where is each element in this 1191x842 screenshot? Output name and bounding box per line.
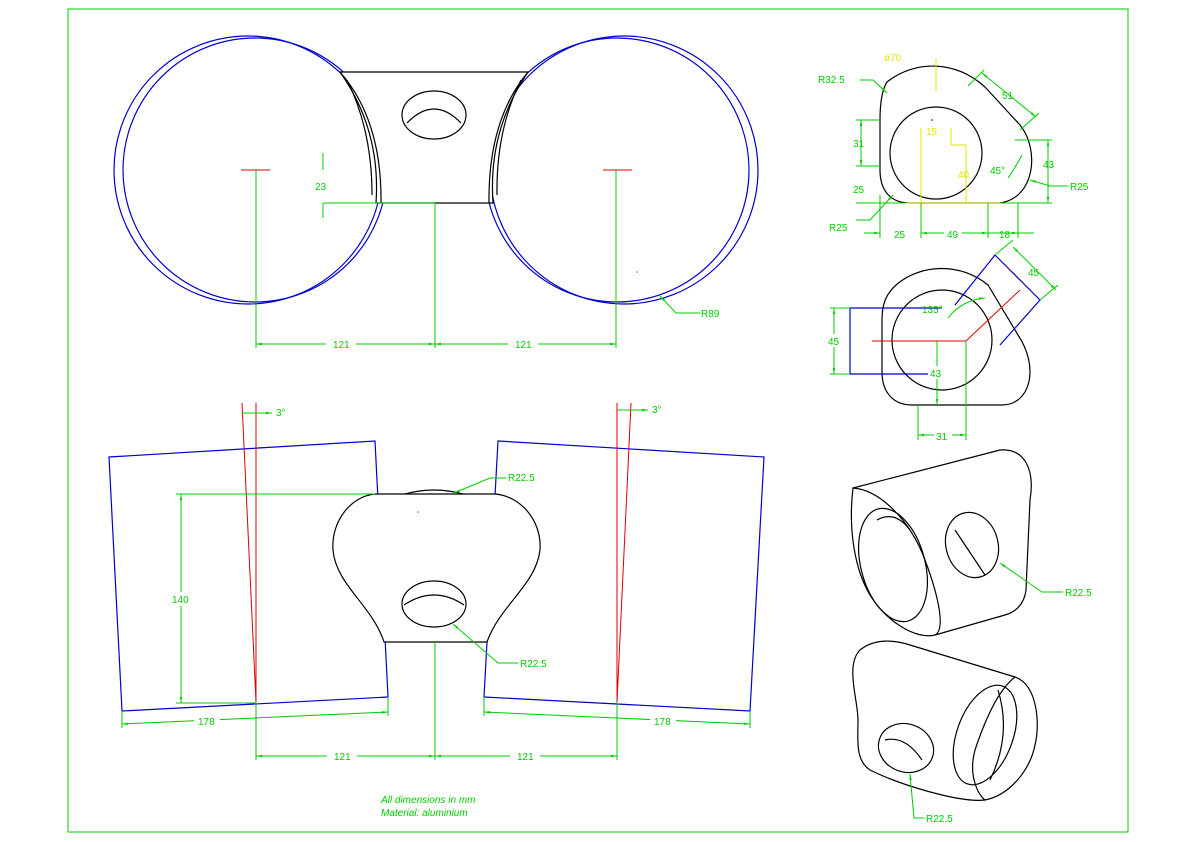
connector-left-saddle [339, 71, 382, 204]
dim-r225-iso-lower: R22.5 [926, 814, 953, 825]
ext-line [1019, 112, 1040, 131]
dim-31-v2: 31 [936, 432, 948, 443]
leader-r89 [659, 295, 700, 314]
iso-upper-outline [850, 449, 1032, 637]
connector-right-saddle [488, 71, 529, 204]
side-profile-outline [879, 65, 1033, 204]
dim-dia70: ø70 [884, 53, 902, 64]
side2-bore [891, 289, 993, 391]
dim-line [1012, 246, 1057, 291]
dim-121-front-left: 121 [334, 752, 351, 763]
leader-r225-bottom [452, 623, 518, 664]
bolt-hole-front [401, 580, 467, 628]
center-dot [636, 271, 638, 273]
angle-arc [1007, 154, 1023, 179]
dim-31: 31 [853, 139, 865, 150]
dim-121-front-right: 121 [517, 752, 534, 763]
ext-line [967, 69, 985, 87]
leader-r225-iso-lower [909, 773, 924, 819]
dim-178-right: 178 [654, 717, 671, 728]
dim-135deg: 135° [922, 305, 943, 316]
dim-40: 40 [958, 170, 970, 181]
dim-45deg: 45° [990, 166, 1005, 177]
side2-profile-outline [881, 267, 1031, 406]
centerline-left-tilted [241, 402, 257, 703]
bolt-hole-front-inner [403, 594, 465, 606]
ext-line [1039, 284, 1059, 301]
dim-line [981, 72, 1037, 118]
bolt-hole-top [401, 90, 467, 140]
iso-lower-hole-front [877, 722, 935, 774]
dim-r225-bottom: R22.5 [520, 659, 547, 670]
leader-r25-left [856, 194, 894, 221]
dim-25-horiz: 25 [894, 230, 906, 241]
centerline-right-tilted [616, 402, 632, 703]
iso-view-upper: R22.5 [850, 449, 1092, 637]
leader-r25-right [1029, 179, 1068, 187]
iso-lower-hole-side-inner [989, 689, 1005, 781]
bolt-hole-top-inner [406, 108, 462, 124]
note-material: Material: aluminium [381, 808, 468, 819]
iso-view-lower: R22.5 [852, 640, 1038, 825]
iso-upper-hole-side-inner [876, 516, 911, 531]
iso-upper-face [852, 487, 941, 636]
side-center-dot [931, 119, 933, 121]
dim-45-left: 45 [828, 337, 840, 348]
dim-3deg-right: 3° [652, 405, 662, 416]
leader-r225-top [453, 477, 506, 494]
iso-lower-outline [852, 640, 1038, 801]
iso-upper-hole-top [944, 511, 1000, 579]
side-bore [889, 106, 983, 200]
iso-lower-hole-front-inner [884, 738, 923, 761]
dim-25-vert: 25 [853, 185, 865, 196]
iso-lower-face [972, 676, 1016, 801]
side-view-angles: 45 135° 45 43 31 [826, 239, 1059, 443]
dim-178-left: 178 [198, 717, 215, 728]
dim-r25-left: R25 [829, 223, 848, 234]
dim-r225-iso-upper: R22.5 [1065, 588, 1092, 599]
dim-23: 23 [315, 182, 327, 193]
dim-121-top-right: 121 [515, 340, 532, 351]
dim-140: 140 [172, 595, 189, 606]
dim-15: 15 [926, 127, 938, 138]
dim-r225-top: R22.5 [508, 473, 535, 484]
front-view: 3° 3° R22.5 R22.5 140 178 178 121 [108, 402, 765, 763]
dim-51: 51 [1002, 91, 1014, 102]
dim-45-top: 45 [1028, 268, 1040, 279]
dim-r25-right: R25 [1070, 182, 1089, 193]
dim-49: 49 [947, 230, 959, 241]
dim-43-v2: 43 [930, 369, 942, 380]
note-dimensions: All dimensions in mm [380, 795, 475, 806]
dim-r325: R32.5 [818, 75, 845, 86]
top-view: 121 121 23 R89 [113, 35, 759, 351]
tube-left-outline [849, 307, 942, 375]
centerline-angled [965, 289, 1021, 342]
connector-top-outline [338, 71, 530, 204]
iso-upper-hole-side [858, 507, 928, 623]
dim-43-side: 43 [1043, 160, 1055, 171]
drawing-border [67, 8, 1129, 833]
ext-line [994, 239, 1014, 256]
dim-18: 18 [999, 230, 1011, 241]
iso-lower-hole-side [952, 684, 1018, 786]
dim-line [121, 711, 389, 725]
dim-3deg-left: 3° [276, 408, 286, 419]
dim-121-top-left: 121 [333, 340, 350, 351]
dim-r89: R89 [701, 309, 720, 320]
leader-r325 [860, 79, 888, 94]
connector-front-outline [332, 493, 541, 643]
angle-arc-135 [947, 297, 986, 319]
leader-r225-iso-upper [999, 562, 1063, 593]
side-view-dimensioned: ø70 15 40 R32.5 51 31 43 45° R25 25 R25 [818, 53, 1089, 241]
iso-upper-hole-top-inner [954, 529, 986, 576]
